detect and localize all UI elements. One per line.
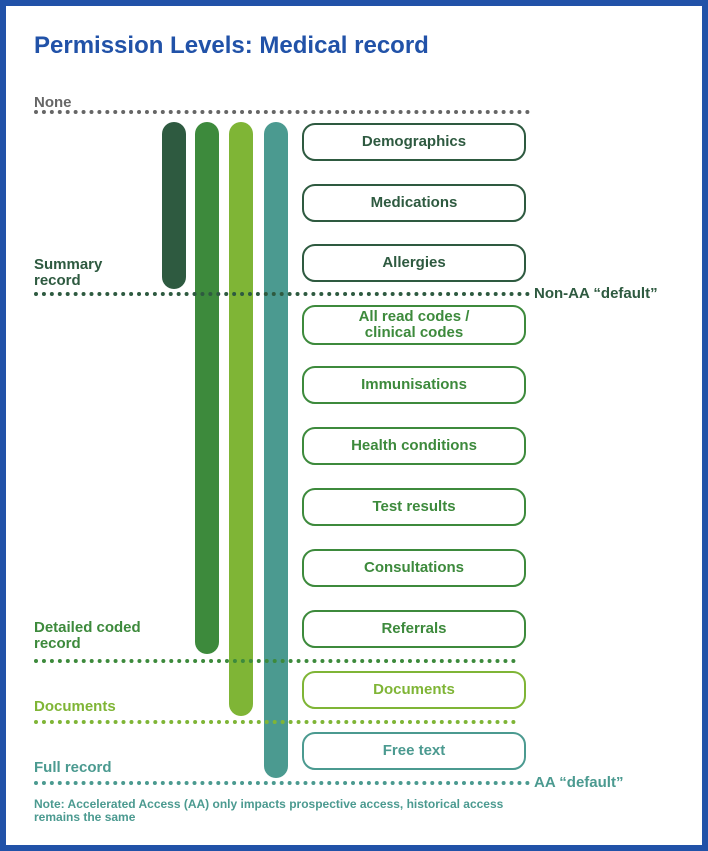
item-read-codes: All read codes / clinical codes xyxy=(302,305,526,345)
non-aa-default-label: Non-AA “default” xyxy=(534,285,658,302)
bar-full-record xyxy=(264,122,288,778)
item-allergies: Allergies xyxy=(302,244,526,282)
diagram-title: Permission Levels: Medical record xyxy=(34,32,429,59)
separator-summary-record xyxy=(34,292,530,296)
item-free-text: Free text xyxy=(302,732,526,770)
item-documents: Documents xyxy=(302,671,526,709)
level-label-detailed-coded-record: Detailed coded record xyxy=(34,619,141,652)
level-label-none: None xyxy=(34,94,72,111)
item-consultations: Consultations xyxy=(302,549,526,587)
aa-default-label: AA “default” xyxy=(534,774,624,791)
separator-full-record xyxy=(34,781,530,785)
separator-documents xyxy=(34,720,516,724)
level-label-documents: Documents xyxy=(34,698,116,715)
separator-detailed-coded-record xyxy=(34,659,516,663)
item-demographics: Demographics xyxy=(302,123,526,161)
item-health-conditions: Health conditions xyxy=(302,427,526,465)
bar-summary-record xyxy=(162,122,186,289)
item-test-results: Test results xyxy=(302,488,526,526)
item-medications: Medications xyxy=(302,184,526,222)
separator-none xyxy=(34,110,530,114)
level-label-summary-record: Summary record xyxy=(34,256,103,289)
level-label-full-record: Full record xyxy=(34,759,112,776)
item-immunisations: Immunisations xyxy=(302,366,526,404)
item-referrals: Referrals xyxy=(302,610,526,648)
footnote: Note: Accelerated Access (AA) only impac… xyxy=(34,797,504,824)
bar-detailed-coded-record xyxy=(195,122,219,654)
bar-documents xyxy=(229,122,253,716)
